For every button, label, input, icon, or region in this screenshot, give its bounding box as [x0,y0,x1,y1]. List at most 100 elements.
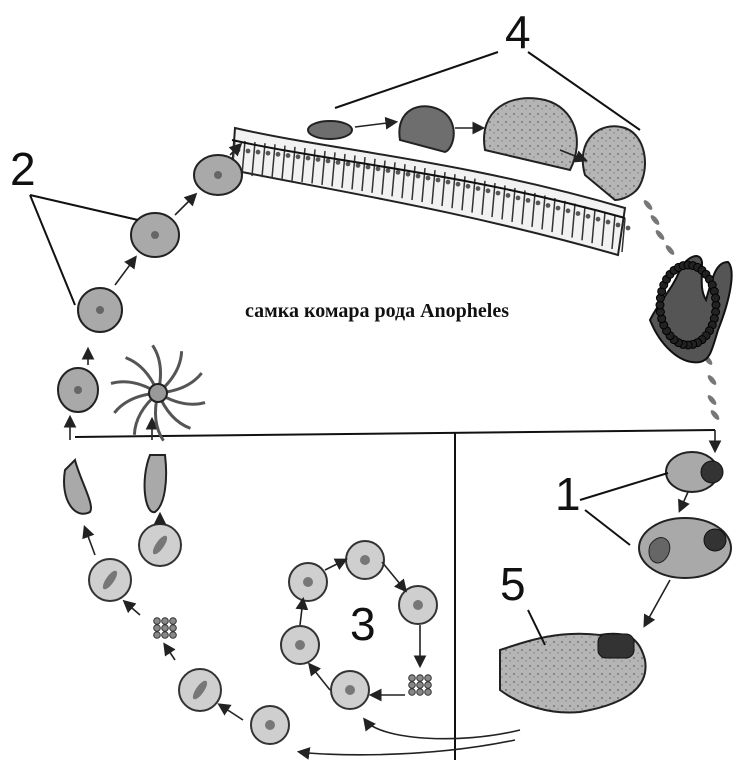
microgametocyte-body [149,384,167,402]
sporozoite [706,394,718,406]
merozoite [417,689,424,696]
gut-cell-nucleus [596,217,601,222]
gut-cell-nucleus [536,200,541,205]
gut-cell-nucleus [466,184,471,189]
path-arrow [175,195,195,215]
parasite-inclusion [303,577,313,587]
gut-cell-nucleus [516,196,521,201]
label-3: 3 [350,598,376,650]
gametocyte-nucleus [96,306,104,314]
gut-cell-nucleus [566,208,571,213]
merozoite [409,675,416,682]
merozoite [162,632,169,639]
hepatocyte-burst: 5 [500,558,670,713]
label-5: 5 [500,558,526,610]
label-2: 2 [10,143,36,195]
sporozoite [664,244,676,256]
gut-cell-nucleus [626,226,631,231]
gland-cell [712,294,720,302]
gut-cell-nucleus [256,150,261,155]
path-arrow [220,705,243,720]
ookinete-in-wall [308,121,352,139]
path-arrow [125,602,140,615]
merozoite [425,682,432,689]
gut-cell-nucleus [436,178,441,183]
gut-cell-nucleus [506,193,511,198]
gametocyte-pathway [58,145,243,720]
oocyst-large [583,126,645,200]
exflagellating-microgamete [111,345,205,440]
banana-gametocyte [64,460,91,514]
merozoite [154,625,161,632]
path-arrow [165,645,175,660]
gut-cell-nucleus [306,156,311,161]
gut-cell-nucleus [586,214,591,219]
gametocyte-nucleus [214,171,222,179]
merozoite [162,625,169,632]
gut-cell-nucleus [296,154,301,159]
parasite-inclusion [295,640,305,650]
gut-cell-nucleus [556,206,561,211]
gut-cell-nucleus [426,176,431,181]
gametocyte-nucleus [151,231,159,239]
gut-cell-nucleus [286,153,291,158]
gametocyte-nucleus [74,386,82,394]
sporozoite [706,374,718,386]
merozoite [425,689,432,696]
merozoite [162,618,169,625]
liver-stage: 1 [555,430,731,578]
gut-cell-nucleus [396,170,401,175]
merozoite [170,625,177,632]
gut-cell-nucleus [486,188,491,193]
gut-cell-nucleus [416,174,421,179]
gut-cell-nucleus [276,152,281,157]
merozoite [154,632,161,639]
salivary-gland [650,256,732,362]
cycle-arrow [300,600,303,625]
gut-cell-nucleus [326,158,331,163]
gut-cell-nucleus [406,172,411,177]
mosquito-caption: самка комара рода Anopheles [245,300,509,322]
path-arrow [115,258,135,285]
label-4: 4 [505,6,531,58]
merozoite [425,675,432,682]
merozoite [170,632,177,639]
gut-cell-nucleus [576,211,581,216]
label-1: 1 [555,468,581,520]
gut-cell-nucleus [526,198,531,203]
section-dividers [75,430,715,760]
oocyst-small [399,106,453,152]
gut-cell-nucleus [606,220,611,225]
parasite-inclusion [265,720,275,730]
label-4-group: 4 [335,6,640,130]
merozoite [409,682,416,689]
merozoite [417,675,424,682]
sporozoite [654,229,666,241]
gut-cell-nucleus [496,191,501,196]
gut-cell-nucleus [456,182,461,187]
oocyst-medium [484,98,577,170]
path-arrow [85,528,95,555]
banana-gametocyte [145,455,167,512]
merozoite [409,689,416,696]
cycle-arrow [310,665,330,690]
erythrocytic-cycle [154,541,437,744]
sporozoite [709,409,721,421]
gut-cell-nucleus [316,157,321,162]
sporozoite [642,199,654,211]
parasite-inclusion [413,600,423,610]
gut-cell-nucleus [616,223,621,228]
gut-cell-nucleus [246,149,251,154]
parasite-inclusion [345,685,355,695]
merozoite [170,618,177,625]
parasite-inclusion [360,555,370,565]
merozoite [154,618,161,625]
sporozoite [649,214,661,226]
cycle-arrow [325,560,345,570]
merozoite [417,682,424,689]
gut-cell-nucleus [546,203,551,208]
gut-cell-nucleus [446,180,451,185]
gut-cell-nucleus [336,160,341,165]
gut-cell-nucleus [266,151,271,156]
